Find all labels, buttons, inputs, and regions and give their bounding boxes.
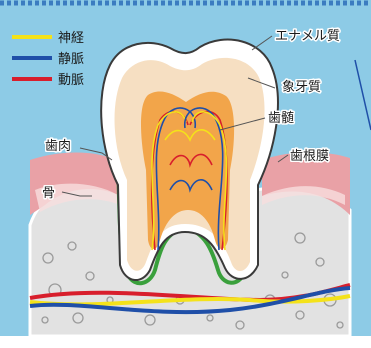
label-periodontal-ligament: 歯根膜 bbox=[290, 149, 329, 164]
legend-label-artery: 動脈 bbox=[58, 73, 84, 88]
label-bone: 骨 bbox=[42, 186, 55, 201]
label-pulp: 歯髄 bbox=[268, 111, 294, 126]
bottom-white-edge bbox=[0, 336, 371, 348]
label-dentin: 象牙質 bbox=[282, 80, 321, 95]
label-gum: 歯肉 bbox=[45, 139, 71, 154]
label-enamel: エナメル質 bbox=[275, 29, 340, 44]
legend-label-nerve: 神経 bbox=[58, 31, 84, 46]
legend-label-vein: 静脈 bbox=[58, 52, 84, 67]
